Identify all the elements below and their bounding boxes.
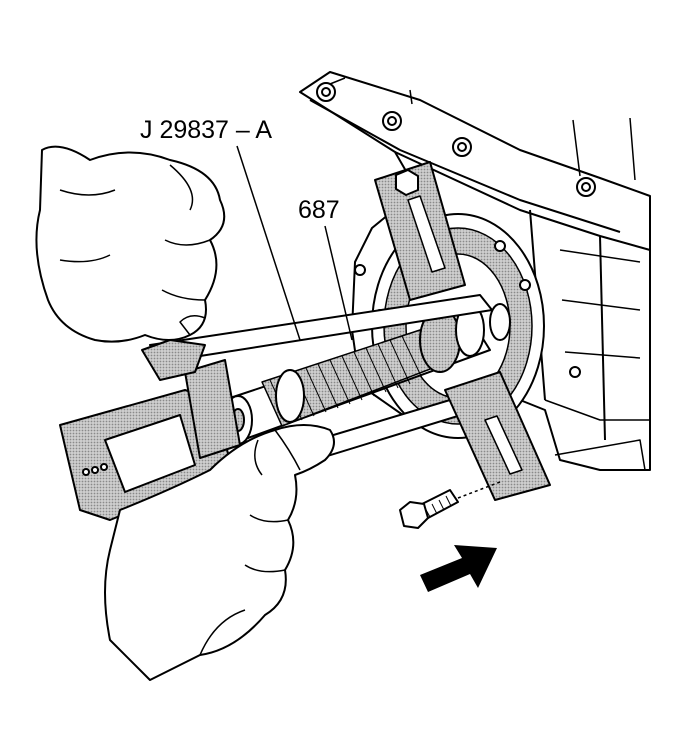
part-leader-line — [324, 225, 353, 341]
upper-hand — [35, 145, 226, 343]
direction-arrow — [420, 545, 497, 592]
case-bolts — [316, 82, 596, 197]
tool-leader-line — [236, 145, 301, 341]
lower-hand — [104, 424, 335, 681]
tool-callout-label: J 29837 – A — [140, 116, 273, 144]
leader-lines — [236, 145, 353, 341]
mounting-bolt — [399, 481, 501, 529]
part-callout-label: 687 — [298, 196, 340, 224]
